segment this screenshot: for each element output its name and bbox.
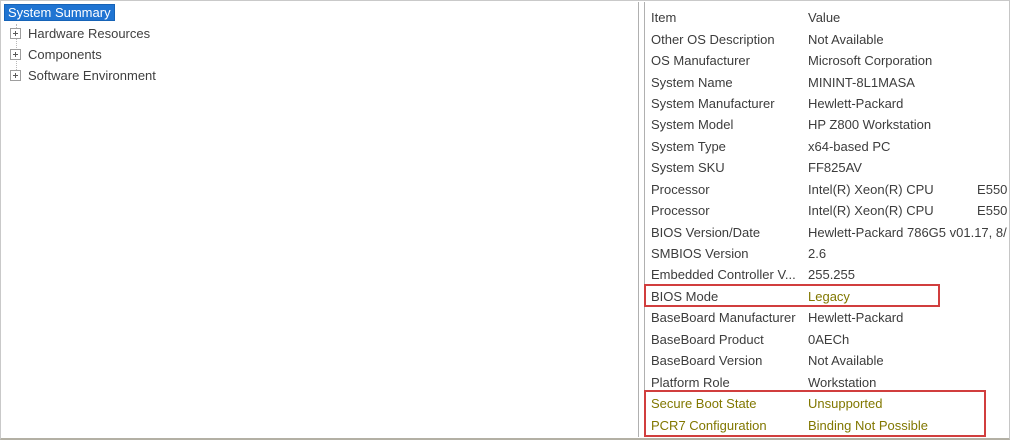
table-row[interactable]: Embedded Controller V... 255.255 [651,264,1008,285]
item-cell: BIOS Mode [651,288,719,304]
value-cell: x64-based PC [808,138,891,154]
value-cell: Microsoft Corporation [808,53,933,69]
item-cell: BaseBoard Manufacturer [651,310,796,326]
table-row[interactable]: BIOS Version/Date Hewlett-Packard 786G5 … [651,221,1008,242]
value-cell: Binding Not Possible [808,417,928,433]
tree-item-label: Components [28,47,102,62]
tree-item-label: System Summary [4,4,115,21]
details-rows: Other OS Description Not Available OS Ma… [651,28,1008,435]
value-cell: 2.6 [808,246,827,262]
panel-divider-line-right [644,2,645,437]
value-cell: Unsupported [808,396,883,412]
table-row[interactable]: OS Manufacturer Microsoft Corporation [651,50,1008,71]
table-row[interactable]: System Type x64-based PC [651,136,1008,157]
value-column-header[interactable]: Value [808,10,841,26]
value-cell: Hewlett-Packard [808,95,904,111]
table-row[interactable]: System Manufacturer Hewlett-Packard [651,93,1008,114]
table-row[interactable]: BaseBoard Version Not Available [651,350,1008,371]
table-row[interactable]: Secure Boot State Unsupported [651,393,1008,414]
item-cell: System SKU [651,160,725,176]
table-row[interactable]: BIOS Mode Legacy [651,286,1008,307]
item-cell: System Manufacturer [651,95,775,111]
item-cell: BaseBoard Product [651,331,764,347]
tree-item[interactable]: Hardware Resources [2,23,638,44]
item-cell: PCR7 Configuration [651,417,767,433]
item-cell: Platform Role [651,374,730,390]
value-cell: Not Available [808,31,884,47]
item-cell: Secure Boot State [651,396,757,412]
table-row[interactable]: BaseBoard Product 0AECh [651,329,1008,350]
value-cell: 255.255 [808,267,855,283]
tree-item[interactable]: Software Environment [2,65,638,86]
table-row[interactable]: System Model HP Z800 Workstation [651,114,1008,135]
value-cell: MININT-8L1MASA [808,74,915,90]
tree-item[interactable]: Components [2,44,638,65]
expand-plus-icon[interactable] [10,70,21,81]
item-cell: OS Manufacturer [651,53,750,69]
panel-divider-line-left [638,2,639,437]
table-row[interactable]: Other OS Description Not Available [651,28,1008,49]
category-tree-panel: System Summary Hardware Resources Compon… [2,2,638,437]
details-panel: Item Value Other OS Description Not Avai… [645,2,1008,436]
table-row[interactable]: PCR7 Configuration Binding Not Possible [651,414,1008,435]
value-cell: Hewlett-Packard [808,310,904,326]
item-cell: System Model [651,117,734,133]
item-cell: BaseBoard Version [651,353,763,369]
tree-item-label: Hardware Resources [28,26,151,41]
item-cell: BIOS Version/Date [651,224,761,240]
table-row[interactable]: SMBIOS Version 2.6 [651,243,1008,264]
value-cell: Workstation [808,374,877,390]
tree-items: System Summary Hardware Resources Compon… [2,2,638,86]
tree-item-label: Software Environment [28,68,156,83]
item-cell: System Type [651,138,726,154]
value-cell: FF825AV [808,160,862,176]
table-row[interactable]: System SKU FF825AV [651,157,1008,178]
panel-splitter[interactable] [638,2,645,437]
value-cell: Legacy [808,288,850,304]
table-row[interactable]: BaseBoard Manufacturer Hewlett-Packard [651,307,1008,328]
expand-plus-icon[interactable] [10,28,21,39]
value-cell: 0AECh [808,331,850,347]
item-column-header[interactable]: Item [651,10,677,26]
item-cell: SMBIOS Version [651,246,749,262]
table-row[interactable]: Platform Role Workstation [651,371,1008,392]
expand-plus-icon[interactable] [10,49,21,60]
column-header-row: Item Value [651,7,1008,28]
value-cell: Hewlett-Packard 786G5 v01.17, 8/ [808,224,1007,240]
value-cell: Intel(R) Xeon(R) CPU E5506 @ 2.13GHz [808,203,1008,219]
tree-item[interactable]: System Summary [2,2,638,23]
value-cell: HP Z800 Workstation [808,117,932,133]
item-cell: Processor [651,203,710,219]
item-cell: Other OS Description [651,31,775,47]
table-row[interactable]: Processor Intel(R) Xeon(R) CPU E5506 @ 2… [651,179,1008,200]
value-cell: Not Available [808,353,884,369]
table-row[interactable]: System Name MININT-8L1MASA [651,71,1008,92]
item-cell: System Name [651,74,733,90]
item-cell: Embedded Controller V... [651,267,796,283]
value-cell: Intel(R) Xeon(R) CPU E5506 @ 2.13GHz [808,181,1008,197]
table-row[interactable]: Processor Intel(R) Xeon(R) CPU E5506 @ 2… [651,200,1008,221]
item-cell: Processor [651,181,710,197]
